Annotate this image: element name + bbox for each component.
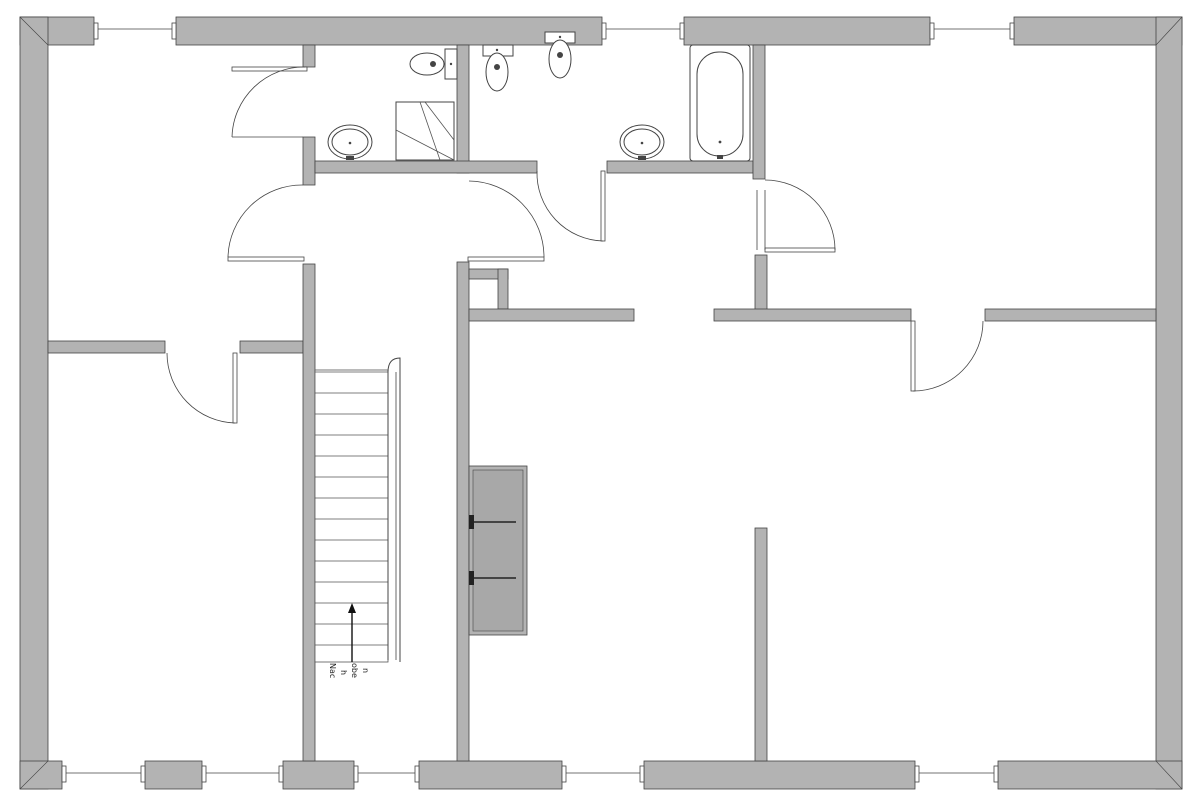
wall-bath-right-low bbox=[754, 254, 768, 312]
wall-corridor-left-top bbox=[302, 44, 316, 68]
window-top-3 bbox=[929, 22, 1015, 40]
window-top-2 bbox=[601, 22, 685, 40]
stair-handrail bbox=[387, 357, 401, 662]
chimney-block bbox=[468, 465, 528, 636]
wall-right-partition bbox=[754, 527, 768, 762]
interior-walls bbox=[47, 44, 1157, 762]
wall-left-room-divider-a bbox=[47, 340, 166, 354]
wall-bath-row-a bbox=[314, 160, 538, 174]
stair-label-line-3: obe bbox=[350, 663, 359, 678]
window-top-1 bbox=[93, 22, 177, 40]
exterior-walls bbox=[19, 16, 1183, 790]
toilet-icon bbox=[409, 48, 458, 80]
fixtures bbox=[327, 31, 751, 162]
wall-top-4 bbox=[1013, 16, 1183, 46]
window-bottom-5 bbox=[914, 765, 999, 783]
wall-right-wing-a bbox=[468, 308, 635, 322]
window-bottom-2 bbox=[201, 765, 284, 783]
wall-bottom-3 bbox=[282, 760, 355, 790]
shower-icon bbox=[395, 101, 455, 161]
wall-bottom-5 bbox=[643, 760, 916, 790]
windows bbox=[61, 22, 1015, 783]
wall-bottom-2 bbox=[144, 760, 203, 790]
window-bottom-4 bbox=[561, 765, 645, 783]
sink-icon bbox=[327, 124, 373, 160]
wall-top-3 bbox=[683, 16, 931, 46]
wall-right-wing-c bbox=[984, 308, 1157, 322]
wall-corridor-left-mid bbox=[302, 136, 316, 186]
door-bathroom bbox=[536, 170, 606, 242]
stair-label-line-1: Nac bbox=[328, 663, 337, 678]
window-bottom-1 bbox=[61, 765, 146, 783]
door-right-lower bbox=[910, 320, 984, 392]
door-wc-left bbox=[231, 66, 308, 138]
door-left-bedroom-low bbox=[166, 352, 238, 424]
wall-left-room-divider-b bbox=[239, 340, 304, 354]
toilet-icon bbox=[544, 31, 576, 79]
wall-right-wing-b bbox=[713, 308, 912, 322]
wall-corridor-left-low bbox=[302, 263, 316, 762]
wall-right bbox=[1155, 16, 1183, 790]
door-left-bedroom-top bbox=[227, 184, 305, 262]
wall-top-2 bbox=[175, 16, 603, 46]
wall-alcove-side bbox=[497, 268, 509, 310]
wall-corridor-right bbox=[456, 261, 470, 762]
staircase: Nac h obe n bbox=[314, 357, 401, 678]
wall-bottom-6 bbox=[997, 760, 1183, 790]
stair-label-line-4: n bbox=[361, 668, 370, 673]
wall-bottom-4 bbox=[418, 760, 563, 790]
window-bottom-3 bbox=[353, 765, 420, 783]
sink-icon bbox=[619, 124, 665, 160]
wall-bath-row-b bbox=[606, 160, 754, 174]
toilet-icon bbox=[482, 44, 514, 92]
stair-label-line-2: h bbox=[339, 670, 348, 675]
wall-left bbox=[19, 16, 49, 790]
wall-bottom-1 bbox=[19, 760, 63, 790]
stair-arrow-icon bbox=[348, 603, 356, 662]
doors bbox=[166, 66, 984, 424]
wall-wc-partition bbox=[456, 44, 470, 174]
door-landing bbox=[467, 180, 545, 262]
corner-lines bbox=[19, 16, 1183, 790]
door-right-upper bbox=[756, 179, 836, 253]
bathtub-icon bbox=[689, 44, 751, 162]
wall-bath-right-top bbox=[752, 44, 766, 180]
